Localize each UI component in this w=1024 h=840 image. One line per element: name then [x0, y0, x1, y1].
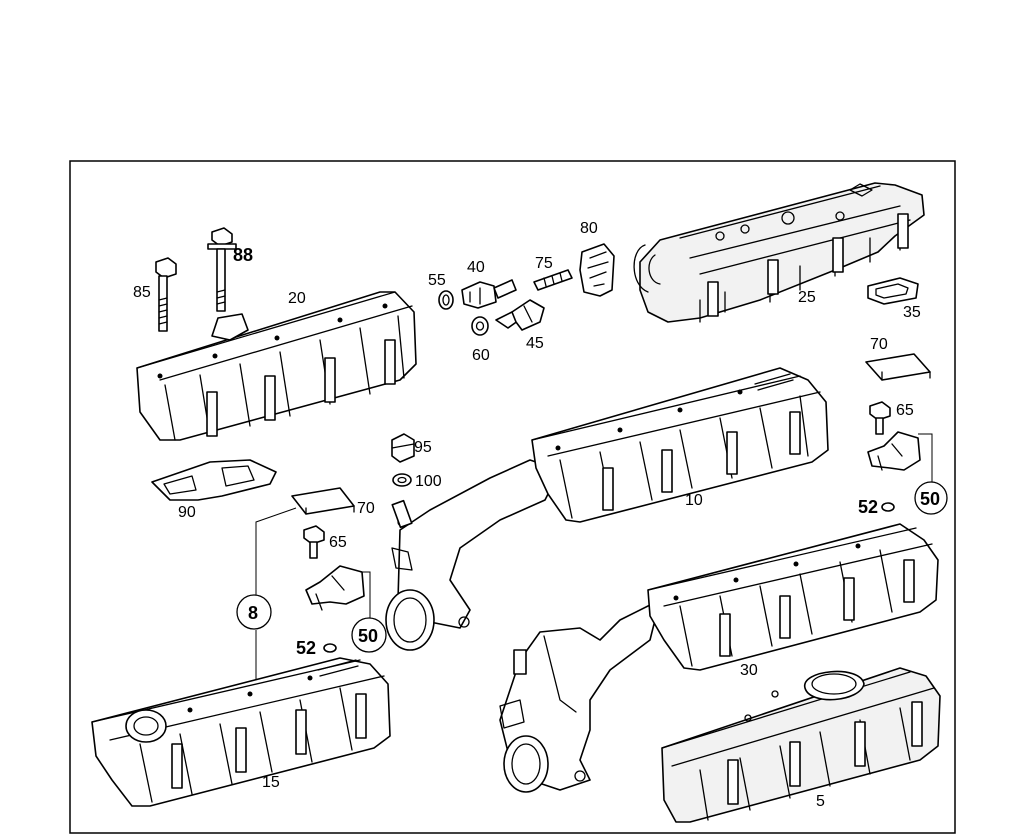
callout-85: 85	[133, 284, 151, 301]
sensor-50-right	[867, 431, 921, 471]
manifold-5	[661, 667, 941, 823]
cylinder-head-cover-25	[633, 182, 925, 323]
stud-75	[533, 269, 573, 291]
intake-pipe-30	[499, 599, 661, 793]
callout-50-left: 50	[358, 626, 378, 646]
callout-25: 25	[798, 289, 816, 306]
sensor-50-left	[305, 565, 365, 611]
callout-60: 60	[472, 347, 490, 364]
callout-52-left: 52	[296, 638, 316, 658]
leader-50-left	[360, 571, 371, 618]
bracket-80	[579, 243, 615, 297]
bolt-65-right	[869, 401, 891, 435]
callout-10: 10	[685, 492, 703, 509]
callout-20: 20	[288, 290, 306, 307]
gasket-90	[151, 459, 277, 501]
seal-ring-100	[392, 473, 412, 487]
callout-40: 40	[467, 259, 485, 276]
cover-70-right	[865, 353, 931, 381]
callout-8: 8	[248, 603, 258, 623]
sensor-40	[461, 279, 517, 309]
ring-50-right	[914, 481, 948, 515]
callout-75: 75	[535, 255, 553, 272]
callout-100: 100	[415, 473, 442, 490]
leader-8	[255, 507, 297, 682]
ring-50-left	[351, 617, 387, 653]
bolt-65-left	[303, 525, 325, 559]
callout-95: 95	[414, 439, 432, 456]
seal-52-right	[881, 502, 895, 512]
callout-90: 90	[178, 504, 196, 521]
manifold-15	[91, 657, 391, 807]
bolt-85	[155, 257, 177, 332]
callout-35: 35	[903, 304, 921, 321]
callout-15: 15	[262, 774, 280, 791]
callout-80: 80	[580, 220, 598, 237]
manifold-10	[531, 367, 829, 523]
callout-70-right: 70	[870, 336, 888, 353]
callout-88: 88	[233, 245, 253, 265]
leader-50-right	[918, 433, 933, 484]
seal-52-left	[323, 643, 337, 653]
intake-pipe-10	[385, 459, 561, 651]
callout-30: 30	[740, 662, 758, 679]
manifold-20	[136, 291, 417, 441]
cover-70-left	[291, 487, 355, 515]
callout-65-left: 65	[329, 534, 347, 551]
callout-52-right: 52	[858, 497, 878, 517]
sensor-45	[495, 299, 545, 331]
diagram-frame	[69, 160, 956, 834]
manifold-30	[647, 523, 939, 671]
bolt-88	[207, 227, 237, 312]
callout-70-left: 70	[357, 500, 375, 517]
seal-ring-55	[438, 290, 454, 310]
seal-ring-60	[471, 316, 489, 336]
callout-5: 5	[816, 793, 825, 810]
gasket-35	[867, 277, 919, 305]
ring-8	[236, 594, 272, 630]
callout-45: 45	[526, 335, 544, 352]
callout-55: 55	[428, 272, 446, 289]
plug-95	[391, 433, 415, 463]
callout-50-right: 50	[920, 489, 940, 509]
callout-65-right: 65	[896, 402, 914, 419]
